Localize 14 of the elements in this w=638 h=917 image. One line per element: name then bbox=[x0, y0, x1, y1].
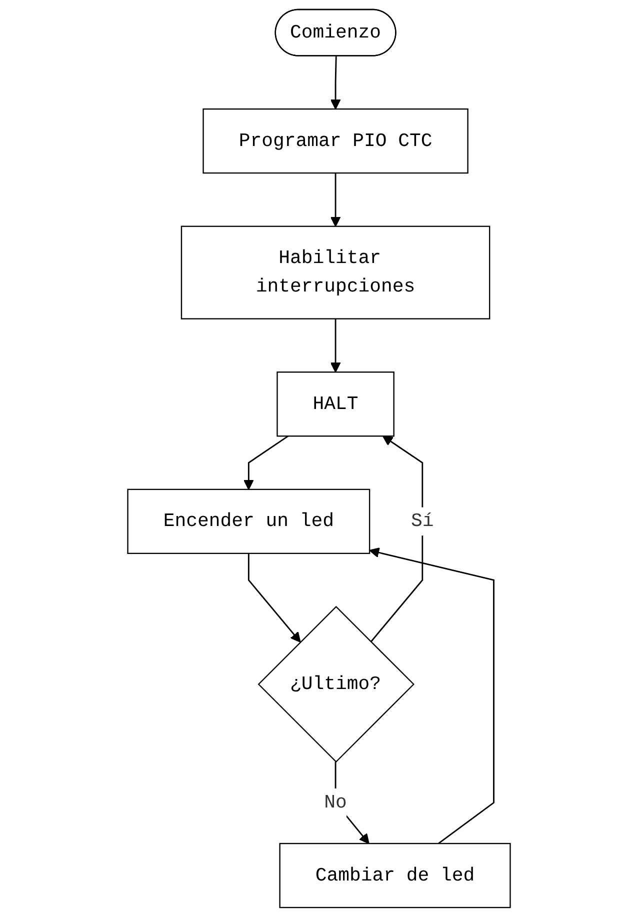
edge-label: Sí bbox=[411, 510, 434, 532]
node-box: Cambiar de led bbox=[279, 842, 511, 908]
arrow bbox=[369, 547, 494, 844]
arrow bbox=[330, 173, 341, 227]
node-box: Encender un led bbox=[127, 488, 370, 554]
arrow bbox=[330, 56, 341, 110]
node-diamond: ¿Ultimo? bbox=[258, 606, 414, 763]
node-box: HALT bbox=[276, 372, 394, 437]
arrow bbox=[330, 318, 341, 373]
node-box: Programar PIO CTC bbox=[202, 108, 468, 174]
edge-label: No bbox=[324, 792, 347, 814]
arrow bbox=[248, 553, 301, 642]
node-box: Habilitar interrupciones bbox=[180, 226, 490, 320]
arrow bbox=[243, 436, 289, 490]
